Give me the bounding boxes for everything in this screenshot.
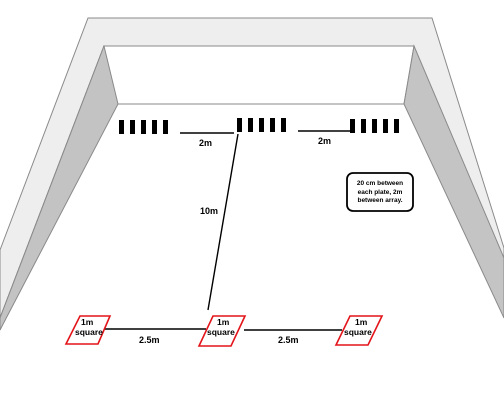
plate-array-2-plate	[237, 118, 242, 132]
square-right: 1m square	[334, 315, 384, 346]
note-box	[346, 172, 414, 212]
square-left-label-line2: square	[75, 327, 103, 337]
back-wall-face	[103, 45, 415, 105]
square-left-label-line1: 1m	[81, 317, 94, 327]
plate-array-1-plate	[130, 120, 135, 134]
square-right-outline	[334, 315, 384, 346]
center-distance-line	[207, 133, 239, 311]
square-right-label-line1: 1m	[355, 317, 368, 327]
plate-array-1-plate	[119, 120, 124, 134]
square-center-label-line2: square	[207, 327, 235, 337]
center-distance-label: 10m	[200, 206, 218, 216]
square-left-outline	[64, 315, 112, 345]
plate-array-2-plate	[270, 118, 275, 132]
left-wall-face	[0, 44, 119, 331]
plate-arrays	[119, 118, 399, 134]
plate-array-3-plate	[372, 119, 377, 133]
square-gap-right-label: 2.5m	[278, 335, 299, 345]
note-text: 20 cm between each plate, 2m between arr…	[356, 180, 404, 205]
plate-array-3-plate	[383, 119, 388, 133]
array-gap-left-label: 2m	[199, 138, 212, 148]
array-gap-right-label: 2m	[318, 136, 331, 146]
square-left: 1m square	[64, 315, 112, 345]
plate-array-2-plate	[259, 118, 264, 132]
square-center: 1m square	[197, 315, 247, 347]
plate-array-1-plate	[152, 120, 157, 134]
plate-array-3-plate	[350, 119, 355, 133]
plate-array-3-plate	[361, 119, 366, 133]
right-wall-face	[403, 44, 504, 319]
square-center-outline	[197, 315, 247, 347]
square-right-label-line2: square	[344, 327, 372, 337]
plate-array-1-plate	[141, 120, 146, 134]
square-gap-left-label: 2.5m	[139, 335, 160, 345]
plate-array-2-plate	[281, 118, 286, 132]
plate-array-1-plate	[163, 120, 168, 134]
enclosure-walls	[0, 17, 504, 331]
plate-array-2-plate	[248, 118, 253, 132]
plate-array-3-plate	[394, 119, 399, 133]
square-center-label-line1: 1m	[217, 317, 230, 327]
